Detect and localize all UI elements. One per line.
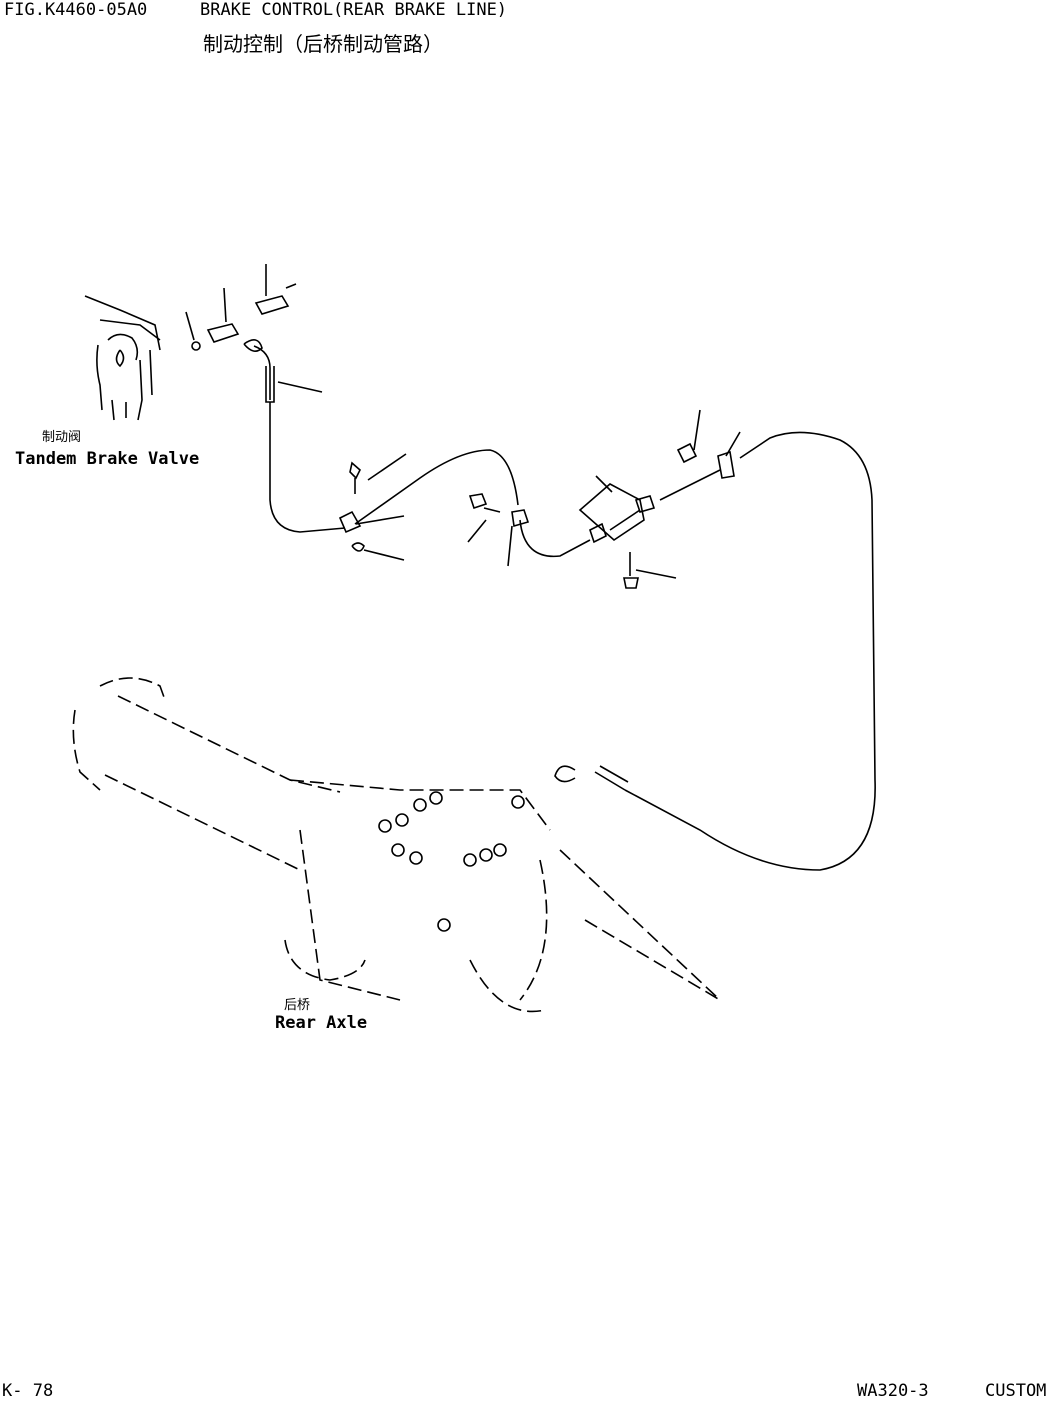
axle-bolt-heads [378,791,525,932]
label-rear-axle-chinese: 后桥 [284,998,311,1013]
leader-lines [277,381,741,579]
model-name: WA320-3 [857,1381,929,1401]
figure-title: BRAKE CONTROL(REAR BRAKE LINE) [200,0,508,20]
tandem-brake-valve [84,295,161,421]
valve-fittings [185,264,297,352]
page-number: K- 78 [2,1381,54,1401]
clamps-and-bolts [338,442,735,589]
figure-title-chinese: 制动控制（后桥制动管路） [203,32,443,56]
label-rear-axle: Rear Axle [275,1013,368,1033]
brake-tube [253,345,876,871]
label-brake-valve: Tandem Brake Valve [15,449,200,469]
figure-number: FIG.K4460-05A0 [4,0,148,20]
spec-label: CUSTOM [985,1381,1047,1401]
rear-axle [72,677,721,1013]
label-brake-valve-chinese: 制动阀 [42,430,82,445]
